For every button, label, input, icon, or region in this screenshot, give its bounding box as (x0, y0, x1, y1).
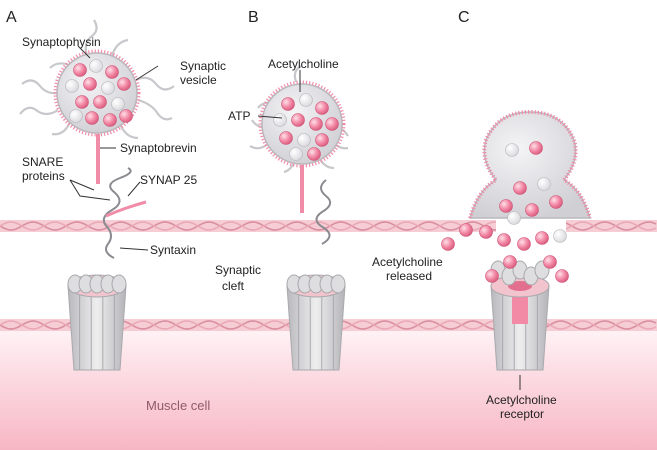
fusing-vesicle-c (468, 109, 592, 225)
snare-label-line2: proteins (22, 169, 65, 183)
presynaptic-membrane (0, 218, 657, 234)
panel-label-c: C (458, 9, 470, 26)
synaptic-cleft-label-line2: cleft (222, 279, 245, 293)
synaptic-vesicle-label-line1: Synaptic (180, 59, 226, 73)
synaptophysin-label: Synaptophysin (22, 35, 101, 49)
synaptobrevin-a (96, 134, 100, 184)
receptors-group (67, 260, 550, 371)
synap25-a (105, 200, 147, 218)
syntaxin-tail-a (105, 227, 115, 259)
snare-label-line1: SNARE (22, 155, 63, 169)
synaptobrevin-b (300, 165, 304, 213)
synaptic-vesicle-label-line2: vesicle (180, 73, 217, 87)
synaptic-vesicle-a (19, 19, 175, 140)
acetylcholine-receptor (490, 260, 550, 371)
syntaxin-label: Syntaxin (150, 243, 196, 257)
synaptic-cleft-label-line1: Synaptic (215, 263, 261, 277)
panel-label-b: B (248, 9, 259, 26)
acetylcholine-label: Acetylcholine (268, 57, 339, 71)
syntaxin-a (102, 167, 132, 229)
acetylcholine-receptor-label-line1: Acetylcholine (486, 393, 557, 407)
acetylcholine-released-label-line2: released (386, 269, 432, 283)
synaptobrevin-label: Synaptobrevin (120, 141, 197, 155)
acetylcholine-released-label-line1: Acetylcholine (372, 255, 443, 269)
panel-label-a: A (6, 9, 17, 26)
acetylcholine-receptor (67, 274, 127, 371)
acetylcholine-released-molecules (441, 223, 569, 283)
synap25-label: SYNAP 25 (140, 173, 197, 187)
leader-lines (69, 45, 521, 390)
syntaxin-b (315, 179, 332, 245)
acetylcholine-receptor-label-line2: receptor (500, 407, 544, 421)
acetylcholine-receptor (286, 274, 346, 371)
atp-label: ATP (228, 109, 250, 123)
muscle-cell-label: Muscle cell (146, 398, 210, 413)
synaptic-vesicle-b (249, 64, 349, 174)
